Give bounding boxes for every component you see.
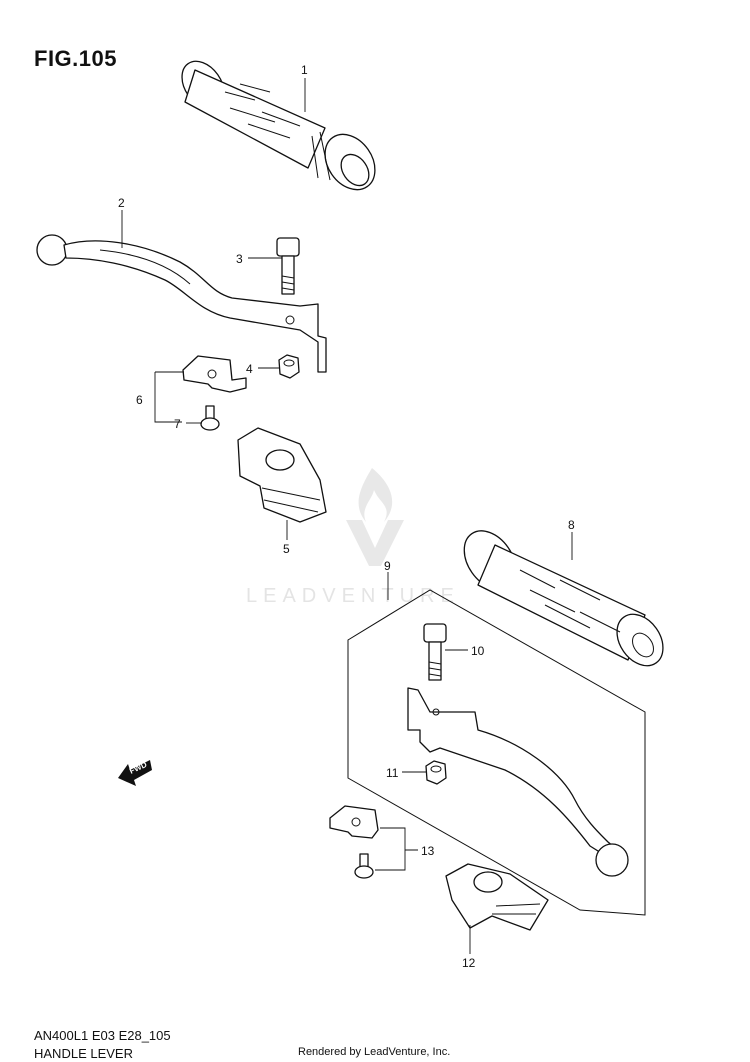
- leader-lines: [121, 78, 573, 954]
- callout-6: 6: [136, 393, 143, 407]
- part-9-lever-assembly[interactable]: [347, 589, 646, 916]
- flame-logo-icon: [358, 468, 393, 522]
- callout-13: 13: [421, 844, 435, 858]
- part-1-throttle-grip[interactable]: [173, 53, 385, 199]
- part-11-nut[interactable]: [425, 760, 447, 785]
- part-2-brake-lever[interactable]: [36, 234, 327, 373]
- callout-9: 9: [384, 559, 391, 573]
- part-4-nut[interactable]: [278, 354, 300, 379]
- part-12-lever-holder[interactable]: [445, 863, 549, 931]
- callout-2: 2: [118, 196, 125, 210]
- diagram-name: HANDLE LEVER: [34, 1046, 133, 1061]
- part-6-brake-switch[interactable]: [182, 355, 247, 393]
- part-3-pivot-bolt[interactable]: [276, 237, 300, 295]
- watermark: LEADVENTURE: [246, 468, 460, 607]
- callout-4: 4: [246, 362, 253, 376]
- callout-labels: 1 2 3 4 5 6 7 8 9 10 11 12 13: [118, 63, 575, 970]
- callout-10: 10: [471, 644, 485, 658]
- callout-7: 7: [174, 417, 181, 431]
- fwd-arrow-icon: [118, 760, 152, 786]
- part-5-lever-holder[interactable]: [237, 427, 327, 523]
- v-logo-icon: [346, 520, 404, 566]
- callout-1: 1: [301, 63, 308, 77]
- render-credit: Rendered by LeadVenture, Inc.: [298, 1046, 451, 1058]
- watermark-text: LEADVENTURE: [246, 585, 460, 607]
- callout-12: 12: [462, 956, 476, 970]
- part-7-screw[interactable]: [200, 405, 220, 431]
- callout-5: 5: [283, 542, 290, 556]
- part-8-handle-grip[interactable]: [454, 521, 673, 674]
- callout-8: 8: [568, 518, 575, 532]
- part-10-pivot-bolt[interactable]: [423, 623, 447, 681]
- callout-3: 3: [236, 252, 243, 266]
- part-13-switch-set[interactable]: [329, 805, 379, 879]
- fwd-arrow: FWD: [118, 760, 152, 786]
- callout-11: 11: [386, 766, 399, 780]
- model-code: AN400L1 E03 E28_105: [34, 1028, 171, 1043]
- figure-title: FIG.105: [34, 46, 117, 71]
